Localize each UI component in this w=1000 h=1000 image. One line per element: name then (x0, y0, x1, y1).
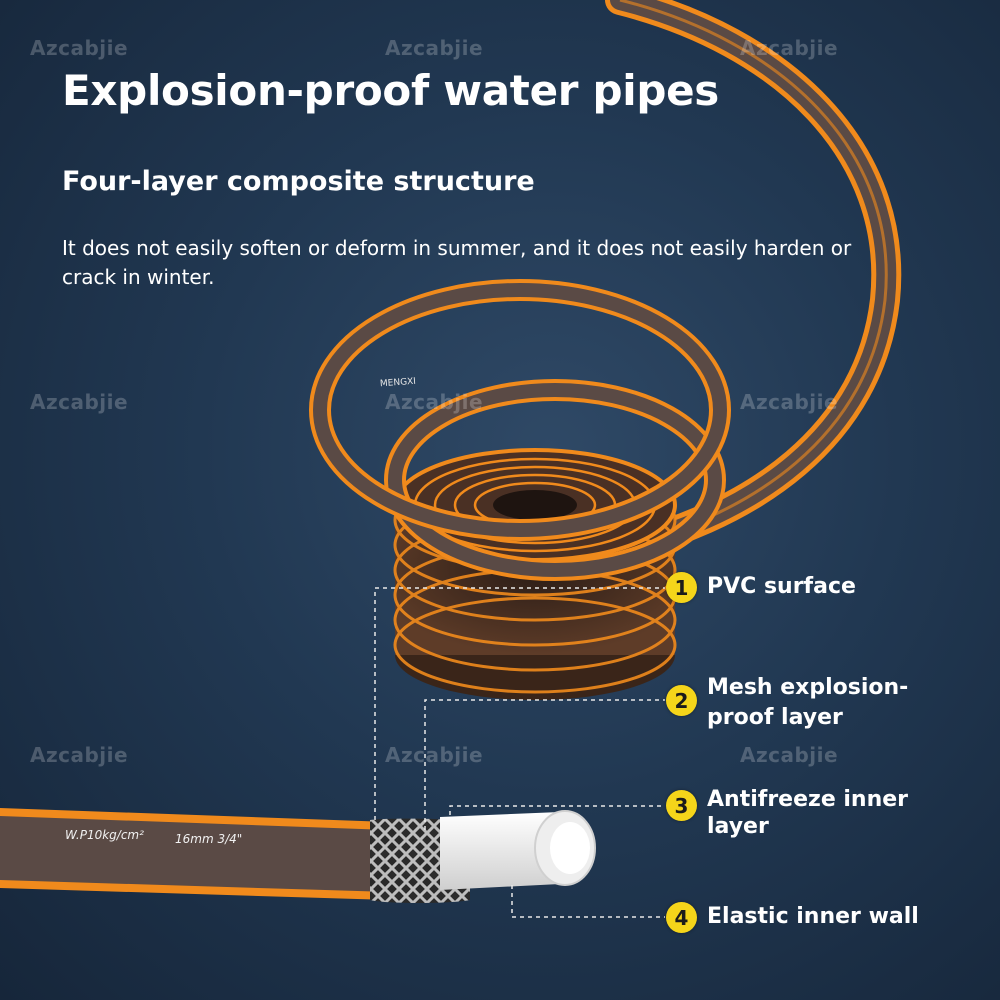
callout-pvc-surface: 1 PVC surface (666, 572, 856, 603)
watermark: Azcabjie (385, 36, 484, 60)
watermark: Azcabjie (740, 743, 839, 767)
callout-label-line: layer (707, 814, 769, 839)
callout-number-badge: 4 (666, 902, 697, 933)
callout-mesh-layer: 2 Mesh explosion- proof layer (666, 675, 908, 733)
watermark: Azcabjie (740, 390, 839, 414)
callout-number-badge: 2 (666, 685, 697, 716)
page-title: Explosion-proof water pipes (62, 66, 720, 115)
callout-number-badge: 3 (666, 790, 697, 821)
callout-label-line: proof layer (707, 705, 843, 730)
hose-print-size: 16mm 3/4" (175, 832, 243, 846)
callout-elastic-wall: 4 Elastic inner wall (666, 902, 919, 933)
callout-label-line: Mesh explosion- (707, 675, 909, 700)
callout-label-line: PVC surface (707, 574, 856, 599)
callout-label-line: Antifreeze inner (707, 787, 909, 812)
outer-hose-loop (575, 0, 902, 570)
watermark: Azcabjie (385, 390, 484, 414)
watermark: Azcabjie (30, 390, 129, 414)
callout-label: PVC surface (707, 572, 856, 602)
watermark: Azcabjie (740, 36, 839, 60)
callout-label: Mesh explosion- proof layer (707, 673, 908, 733)
callout-antifreeze-layer: 3 Antifreeze inner layer (666, 787, 908, 840)
watermark: Azcabjie (30, 743, 129, 767)
watermark: Azcabjie (385, 743, 484, 767)
watermark: Azcabjie (30, 36, 129, 60)
foreground-hose (0, 808, 596, 903)
callout-number-badge: 1 (666, 572, 697, 603)
callout-leaders (374, 587, 665, 918)
hose-print-pressure: W.P10kg/cm² (65, 828, 144, 842)
callout-label-line: Elastic inner wall (707, 904, 919, 929)
page-description: It does not easily soften or deform in s… (62, 236, 852, 289)
callout-label: Antifreeze inner layer (707, 786, 908, 840)
hose-rings (309, 279, 731, 581)
callout-label: Elastic inner wall (707, 902, 919, 932)
page-subtitle: Four-layer composite structure (62, 166, 535, 197)
